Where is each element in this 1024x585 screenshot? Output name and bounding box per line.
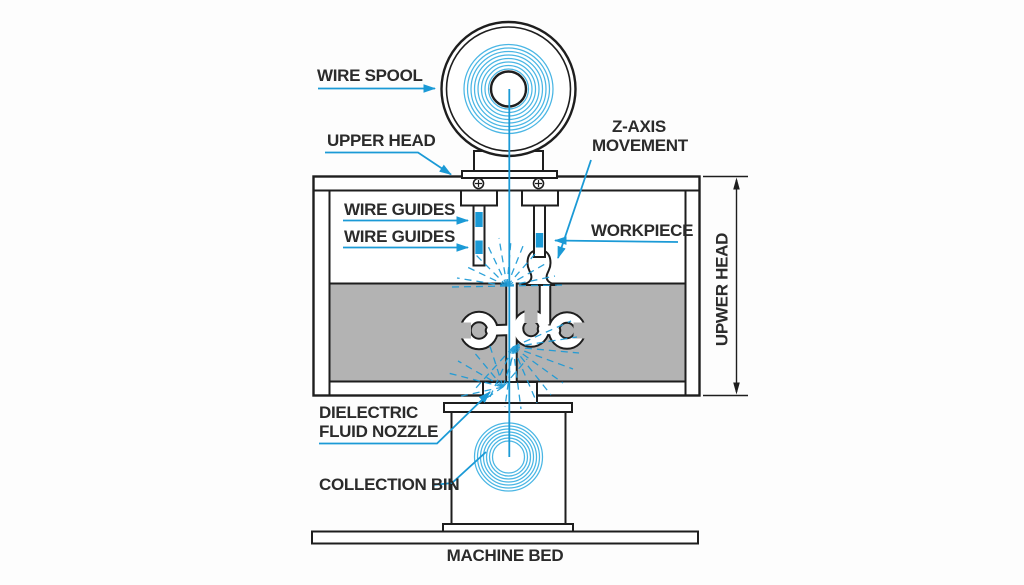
label-wire-guides-lower: WIRE GUIDES (344, 227, 455, 246)
label-machine-bed: MACHINE BED (446, 546, 564, 565)
upper-head-arrow (325, 151, 452, 176)
label-wire-spool: WIRE SPOOL (317, 66, 423, 85)
workpiece-arrow (554, 236, 679, 245)
nozzle-arrow (319, 391, 491, 445)
label-workpiece: WORKPIECE (591, 221, 694, 240)
spark-burst-top (451, 237, 563, 288)
label-right-dimension: UPWER HEAD (712, 232, 732, 347)
spark-burst-middle (474, 320, 580, 410)
dimension-line (703, 175, 748, 397)
leader-arrows (318, 84, 679, 486)
screw-icon (472, 177, 485, 190)
collection-bin-leader (432, 451, 487, 486)
label-dielectric-fluid-nozzle: DIELECTRIC FLUID NOZZLE (319, 403, 439, 441)
label-z-axis-movement: Z-AXIS MOVEMENT (592, 117, 688, 155)
wire-guide-right (533, 204, 546, 258)
collection-bin-icon (442, 402, 574, 534)
machine-bed-icon (311, 530, 699, 545)
label-upper-head: UPPER HEAD (327, 131, 436, 150)
screw-icon (532, 177, 545, 190)
label-collection-bin: COLLECTION BIN (319, 475, 460, 494)
puzzle-kerf-cut (456, 282, 589, 381)
wire-guide-left (472, 204, 486, 267)
label-wire-guides-upper: WIRE GUIDES (344, 200, 455, 219)
